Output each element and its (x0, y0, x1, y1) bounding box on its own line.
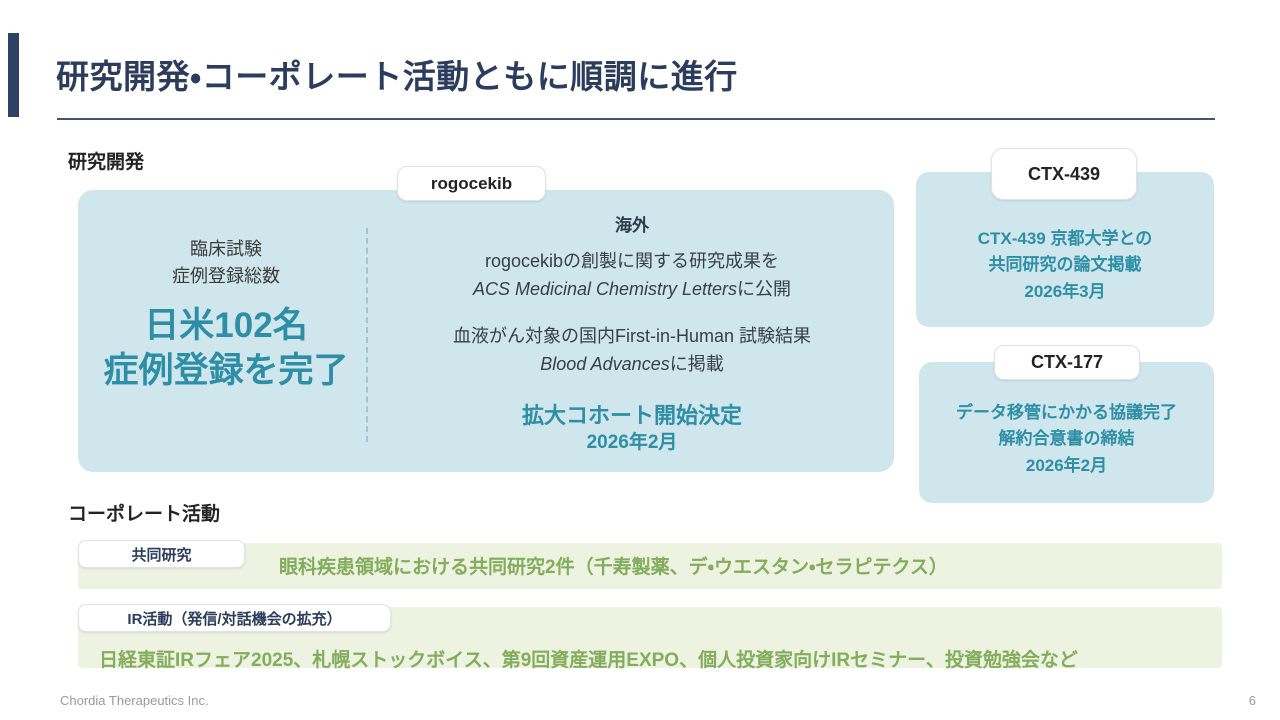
rogocekib-item1: rogocekibの創製に関する研究成果を ACS Medicinal Chem… (382, 248, 882, 304)
title-accent-bar (8, 33, 19, 117)
rd-main-panel (78, 190, 894, 472)
page-title: 研究開発・コーポレート活動ともに順調に進行 (56, 58, 738, 95)
section-heading-corporate: コーポレート活動 (68, 504, 221, 525)
ctx177-body-line2: 解約合意書の締結 (998, 429, 1135, 449)
pill-ctx177: CTX-177 (994, 345, 1140, 380)
rogocekib-item1-line1: rogocekibの創製に関する研究成果を (484, 251, 780, 271)
rogocekib-highlight-date: 2026年2月 (586, 432, 678, 454)
pill-ctx439-label: CTX-439 (1027, 163, 1101, 184)
ctx177-panel: データ移管にかかる協議完了 解約合意書の締結 2026年2月 (919, 362, 1214, 503)
ctx177-body: データ移管にかかる協議完了 解約合意書の締結 2026年2月 (919, 362, 1214, 479)
rogocekib-item2: 血液がん対象の国内First-in-Human 試験結果 Blood Advan… (382, 323, 882, 379)
rogocekib-highlight: 拡大コホート開始決定 2026年2月 (382, 401, 882, 456)
rogocekib-block: 海外 rogocekibの創製に関する研究成果を ACS Medicinal C… (382, 211, 882, 456)
trial-label-line2: 症例登録総数 (172, 266, 280, 286)
rogocekib-region-label: 海外 (615, 216, 649, 235)
ctx439-body-line2: 共同研究の論文掲載 (988, 255, 1142, 275)
pill-joint-research-label: 共同研究 (131, 546, 192, 564)
trial-label-line1: 臨床試験 (190, 239, 262, 259)
rogocekib-highlight-text: 拡大コホート開始決定 (521, 402, 742, 428)
rogocekib-item2-journal: Blood Advances (540, 353, 670, 374)
trial-highlight-line1: 日米102名 (144, 306, 308, 345)
ctx439-body-line3: 2026年3月 (1024, 281, 1106, 301)
pill-ctx439: CTX-439 (991, 148, 1137, 200)
rogocekib-item2-line1: 血液がん対象の国内First-in-Human 試験結果 (452, 325, 811, 346)
footer-page-number: 6 (1248, 693, 1256, 708)
rogocekib-item1-suffix: に公開 (737, 278, 792, 299)
pill-ir-activity-label: IR活動（発信/対話機会の拡充） (127, 610, 342, 628)
rogocekib-item1-journal: ACS Medicinal Chemistry Letters (472, 278, 738, 299)
rogocekib-item2-suffix: に掲載 (669, 353, 724, 374)
ctx177-body-line1: データ移管にかかる協議完了 (956, 403, 1177, 422)
title-divider-rule (57, 118, 1215, 120)
footer-company-name: Chordia Therapeutics Inc. (60, 693, 209, 708)
section-heading-rd: 研究開発 (68, 152, 145, 173)
rd-panel-divider (366, 228, 368, 442)
clinical-trial-block: 臨床試験 症例登録総数 日米102名 症例登録を完了 (95, 236, 357, 394)
ctx439-body: CTX-439 京都大学との 共同研究の論文掲載 2026年3月 (916, 172, 1214, 305)
joint-research-row (78, 543, 1222, 589)
pill-rogocekib: rogocekib (397, 166, 546, 201)
pill-ctx177-label: CTX-177 (1030, 352, 1104, 372)
pill-ir-activity: IR活動（発信/対話機会の拡充） (78, 604, 391, 632)
trial-highlight-line2: 症例登録を完了 (103, 350, 349, 390)
ctx177-body-line3: 2026年2月 (1025, 455, 1108, 475)
pill-rogocekib-label: rogocekib (430, 173, 513, 193)
joint-research-text: 眼科疾患領域における共同研究2件（千寿製薬、デ・ウエスタン・セラピテクス） (279, 557, 948, 578)
ir-activity-text: 日経東証IRフェア2025、札幌ストックボイス、第9回資産運用EXPO、個人投資… (99, 650, 1078, 671)
pill-joint-research: 共同研究 (78, 540, 245, 568)
ctx439-body-line1: CTX-439 京都大学との (977, 229, 1153, 248)
